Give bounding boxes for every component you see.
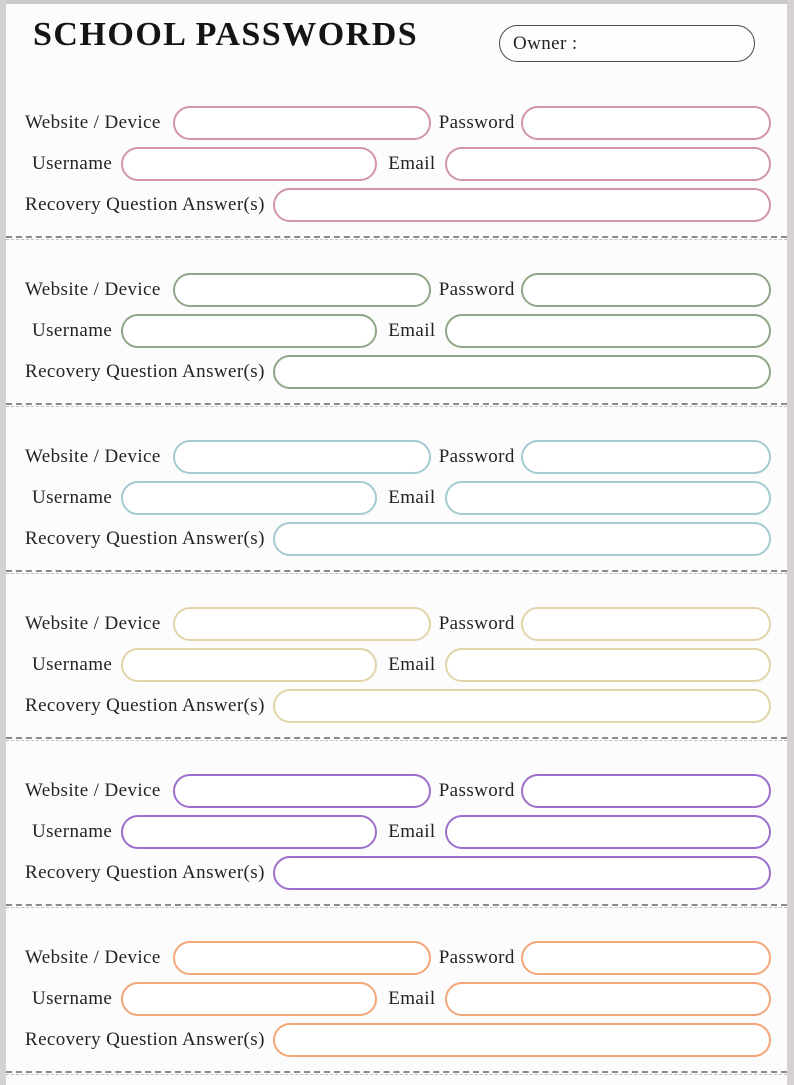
page-edge-top — [0, 0, 794, 4]
recovery-answer-input[interactable] — [272, 1023, 771, 1057]
password-entry-section-6: Website / Device Password Username Email… — [6, 908, 787, 1071]
username-email-row: Username Email — [25, 648, 771, 682]
recovery-row: Recovery Question Answer(s) — [25, 689, 771, 723]
email-label: Email — [388, 988, 436, 1009]
password-label: Password — [438, 780, 515, 801]
website-device-label: Website / Device — [25, 947, 161, 968]
section-divider — [6, 403, 787, 407]
password-entry-section-2: Website / Device Password Username Email… — [6, 240, 787, 403]
email-label: Email — [388, 487, 436, 508]
recovery-row: Recovery Question Answer(s) — [25, 355, 771, 389]
website-device-input[interactable] — [172, 607, 431, 641]
username-email-row: Username Email — [25, 815, 771, 849]
password-label: Password — [438, 279, 515, 300]
recovery-answer-input[interactable] — [272, 522, 771, 556]
email-label: Email — [388, 654, 436, 675]
email-input[interactable] — [444, 648, 771, 682]
password-label: Password — [438, 446, 515, 467]
website-device-label: Website / Device — [25, 112, 161, 133]
email-label: Email — [388, 320, 436, 341]
username-input[interactable] — [121, 982, 378, 1016]
username-email-row: Username Email — [25, 481, 771, 515]
page-edge-right — [787, 0, 794, 1085]
username-label: Username — [32, 320, 113, 341]
email-input[interactable] — [444, 314, 771, 348]
website-password-row: Website / Device Password — [25, 106, 771, 140]
website-password-row: Website / Device Password — [25, 941, 771, 975]
username-input[interactable] — [121, 147, 378, 181]
email-input[interactable] — [444, 815, 771, 849]
section-divider — [6, 570, 787, 574]
password-entry-section-4: Website / Device Password Username Email… — [6, 574, 787, 737]
page-title: SCHOOL PASSWORDS — [33, 16, 419, 53]
email-input[interactable] — [444, 147, 771, 181]
website-device-input[interactable] — [172, 440, 431, 474]
website-device-input[interactable] — [172, 941, 431, 975]
website-device-label: Website / Device — [25, 613, 161, 634]
password-input[interactable] — [520, 440, 771, 474]
recovery-label: Recovery Question Answer(s) — [25, 1029, 265, 1050]
website-password-row: Website / Device Password — [25, 774, 771, 808]
recovery-row: Recovery Question Answer(s) — [25, 856, 771, 890]
password-entry-section-5: Website / Device Password Username Email… — [6, 741, 787, 904]
website-password-row: Website / Device Password — [25, 273, 771, 307]
recovery-row: Recovery Question Answer(s) — [25, 1023, 771, 1057]
website-device-label: Website / Device — [25, 446, 161, 467]
recovery-answer-input[interactable] — [272, 355, 771, 389]
username-label: Username — [32, 821, 113, 842]
username-label: Username — [32, 153, 113, 174]
page-edge-left — [0, 0, 6, 1085]
section-divider — [6, 904, 787, 908]
password-entry-section-3: Website / Device Password Username Email… — [6, 407, 787, 570]
recovery-row: Recovery Question Answer(s) — [25, 522, 771, 556]
username-input[interactable] — [121, 815, 378, 849]
password-label: Password — [438, 947, 515, 968]
password-entry-section-1: Website / Device Password Username Email… — [6, 73, 787, 236]
recovery-answer-input[interactable] — [272, 689, 771, 723]
website-device-label: Website / Device — [25, 780, 161, 801]
email-input[interactable] — [444, 481, 771, 515]
username-input[interactable] — [121, 648, 378, 682]
username-label: Username — [32, 988, 113, 1009]
section-divider — [6, 737, 787, 741]
recovery-label: Recovery Question Answer(s) — [25, 361, 265, 382]
section-divider — [6, 1071, 787, 1075]
recovery-label: Recovery Question Answer(s) — [25, 528, 265, 549]
username-label: Username — [32, 487, 113, 508]
website-device-input[interactable] — [172, 273, 431, 307]
password-label: Password — [438, 613, 515, 634]
username-email-row: Username Email — [25, 147, 771, 181]
password-input[interactable] — [520, 607, 771, 641]
website-device-input[interactable] — [172, 774, 431, 808]
recovery-answer-input[interactable] — [272, 188, 771, 222]
recovery-label: Recovery Question Answer(s) — [25, 695, 265, 716]
section-divider — [6, 236, 787, 240]
password-input[interactable] — [520, 774, 771, 808]
password-input[interactable] — [520, 941, 771, 975]
website-password-row: Website / Device Password — [25, 440, 771, 474]
password-input[interactable] — [520, 273, 771, 307]
password-label: Password — [438, 112, 515, 133]
email-input[interactable] — [444, 982, 771, 1016]
email-label: Email — [388, 153, 436, 174]
website-password-row: Website / Device Password — [25, 607, 771, 641]
website-device-input[interactable] — [172, 106, 431, 140]
username-input[interactable] — [121, 314, 378, 348]
owner-input[interactable]: Owner : — [499, 25, 755, 62]
sheet-header: SCHOOL PASSWORDS Owner : — [6, 4, 787, 73]
username-email-row: Username Email — [25, 982, 771, 1016]
website-device-label: Website / Device — [25, 279, 161, 300]
recovery-label: Recovery Question Answer(s) — [25, 862, 265, 883]
username-input[interactable] — [121, 481, 378, 515]
email-label: Email — [388, 821, 436, 842]
username-email-row: Username Email — [25, 314, 771, 348]
recovery-label: Recovery Question Answer(s) — [25, 194, 265, 215]
password-input[interactable] — [520, 106, 771, 140]
password-sheet-page: SCHOOL PASSWORDS Owner : Website / Devic… — [6, 4, 787, 1085]
recovery-row: Recovery Question Answer(s) — [25, 188, 771, 222]
recovery-answer-input[interactable] — [272, 856, 771, 890]
username-label: Username — [32, 654, 113, 675]
owner-label: Owner : — [513, 32, 578, 54]
